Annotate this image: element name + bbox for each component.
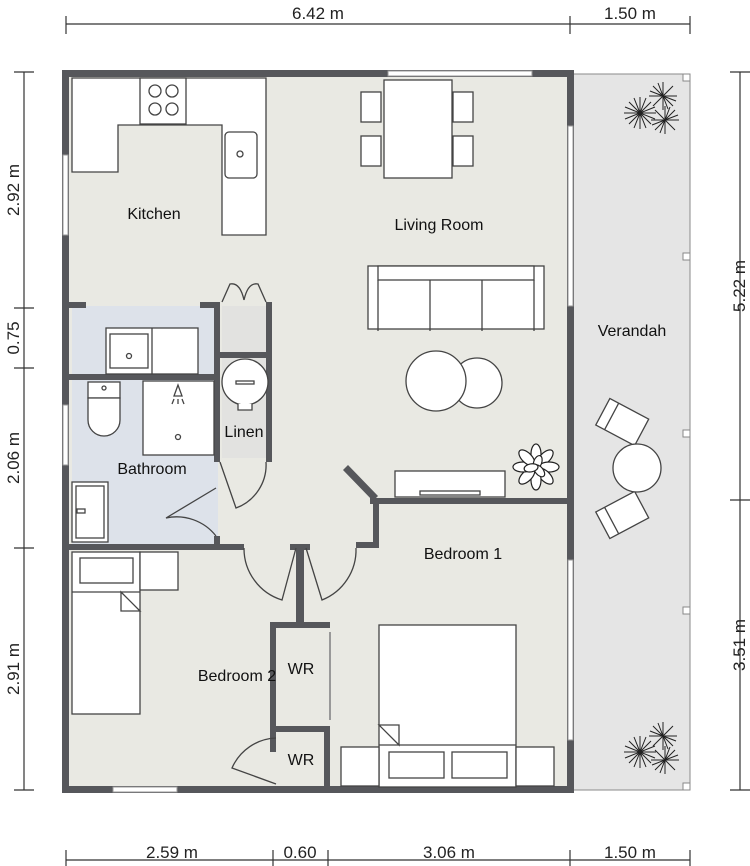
outdoor-table-icon	[612, 443, 662, 493]
bathtub-icon	[71, 481, 109, 543]
verandah-posts	[682, 73, 691, 791]
single-bed-icon	[71, 551, 142, 715]
dim-right-upper: 5.22 m	[730, 260, 749, 312]
interior-walls	[66, 302, 570, 790]
dim-left-laundry: 0.75	[4, 321, 23, 354]
kitchen-sink-icon	[224, 131, 258, 179]
desk-icon	[139, 551, 179, 591]
cooktop-icon	[139, 77, 187, 125]
room-label-verandah: Verandah	[598, 323, 667, 340]
outdoor-chair-icon	[594, 397, 650, 540]
kitchen-benches	[71, 77, 267, 236]
toilet-icon	[87, 381, 121, 437]
dim-bottom-bedroom2: 2.59 m	[146, 843, 198, 862]
coffee-table-icon	[405, 350, 503, 412]
dim-bottom-verandah: 1.50 m	[604, 843, 656, 862]
room-label-linen: Linen	[224, 424, 263, 441]
dimension-top: 6.42 m 1.50 m	[65, 4, 691, 34]
bedside-tables	[340, 746, 555, 787]
palm-plant-icon	[624, 82, 679, 134]
room-label-wr-lower: WR	[288, 752, 315, 769]
windows	[62, 70, 574, 793]
room-label-living-room: Living Room	[395, 217, 484, 234]
dimension-bottom: 2.59 m 0.60 3.06 m 1.50 m	[65, 843, 691, 866]
dim-bottom-wr: 0.60	[283, 843, 316, 862]
vanity-sink-icon	[105, 327, 199, 375]
dim-left-bathroom: 2.06 m	[4, 432, 23, 484]
dim-right-lower: 3.51 m	[730, 619, 749, 671]
linen-upper-floor	[222, 306, 268, 354]
dim-top-main: 6.42 m	[292, 4, 344, 23]
dimension-right: 5.22 m 3.51 m	[730, 71, 750, 791]
double-bed-icon	[377, 624, 517, 788]
tv-unit-icon	[394, 470, 506, 498]
dimension-left: 2.92 m 0.75 2.06 m 2.91 m	[4, 71, 34, 791]
water-heater-icon	[221, 358, 269, 411]
room-label-bedroom-2: Bedroom 2	[198, 668, 276, 685]
pot-plant-icon	[512, 443, 560, 491]
palm-plant-icon	[624, 722, 679, 774]
room-label-bathroom: Bathroom	[117, 461, 186, 478]
shower-icon	[142, 380, 215, 456]
room-label-kitchen: Kitchen	[127, 206, 180, 223]
sofa-icon	[367, 265, 545, 331]
room-label-bedroom-1: Bedroom 1	[424, 546, 502, 563]
dim-left-bedroom2: 2.91 m	[4, 643, 23, 695]
dim-left-kitchen: 2.92 m	[4, 164, 23, 216]
dim-top-verandah: 1.50 m	[604, 4, 656, 23]
doors	[165, 283, 357, 785]
dining-table-icon	[360, 79, 474, 179]
room-label-wr-upper: WR	[288, 661, 315, 678]
dim-bottom-bedroom1: 3.06 m	[423, 843, 475, 862]
